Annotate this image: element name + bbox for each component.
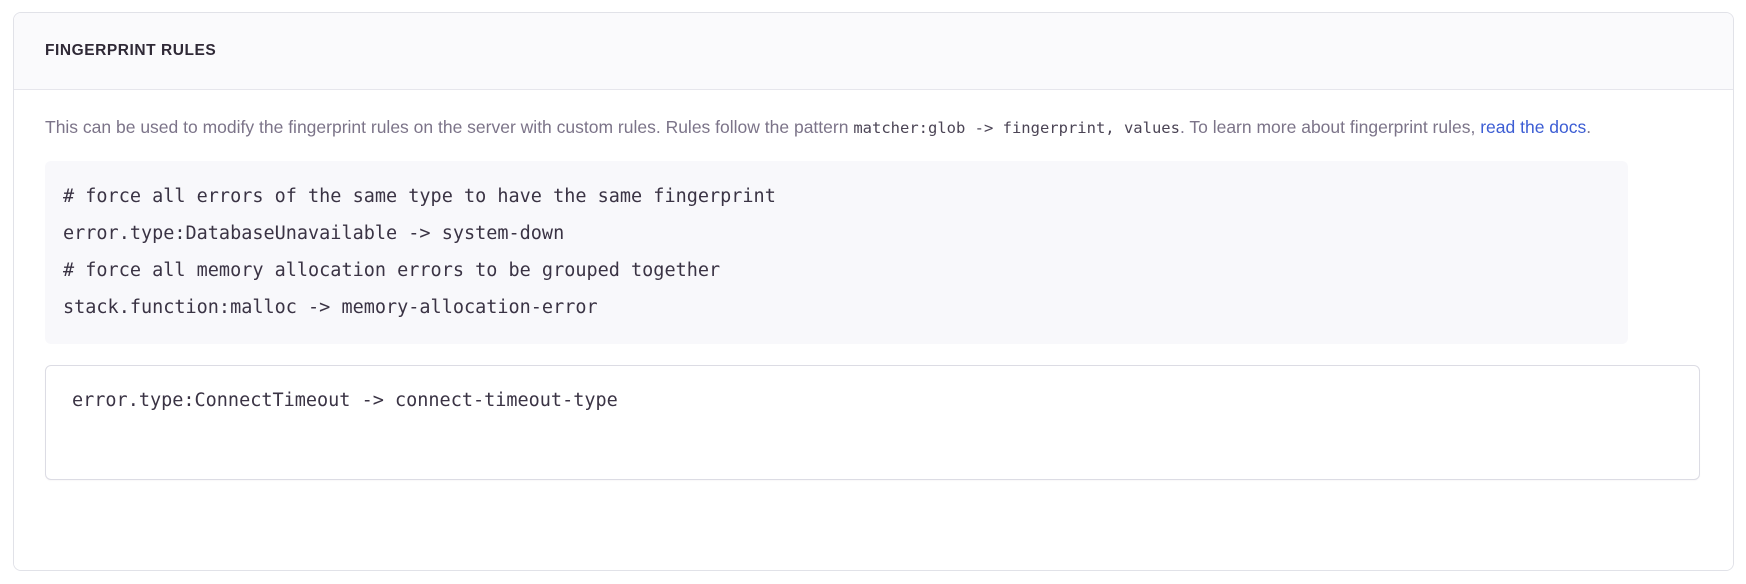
inline-code-pattern: matcher:glob -> fingerprint, values [853,119,1180,137]
card-header: FINGERPRINT RULES [14,13,1733,90]
description-part-1: This can be used to modify the fingerpri… [45,117,849,137]
fingerprint-rules-input[interactable] [45,365,1700,480]
example-rules-code-block: # force all errors of the same type to h… [45,161,1628,344]
card-body: This can be used to modify the fingerpri… [14,90,1733,570]
page-title: FINGERPRINT RULES [45,42,217,60]
fingerprint-rules-card: FINGERPRINT RULES This can be used to mo… [13,12,1734,571]
description-part-3: . [1586,117,1592,137]
read-the-docs-link[interactable]: read the docs [1480,117,1587,137]
description-text: This can be used to modify the fingerpri… [45,112,1695,143]
description-part-2: . To learn more about fingerprint rules, [1179,117,1476,137]
